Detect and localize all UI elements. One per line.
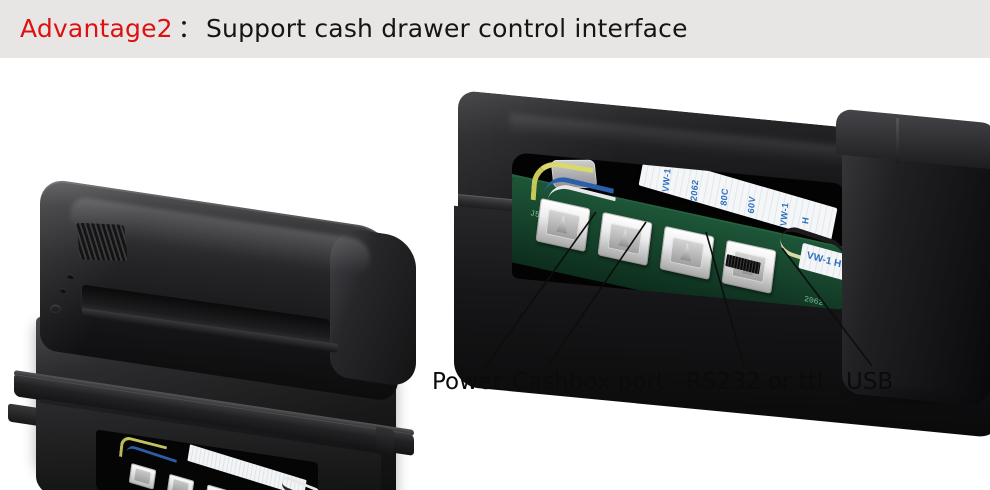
callout-label-cashbox-port: Cashbox port <box>512 369 665 395</box>
printer-full-view-photo <box>0 128 470 490</box>
header-banner: Advantage2：Support cash drawer control i… <box>0 0 990 58</box>
photo-stage: VW-1 2062 80C 60V VW-1 H VW-1 H J5 2062 <box>0 58 990 490</box>
callout-label-power: Power <box>432 369 502 395</box>
ribbon-mark-60v: 60V <box>745 195 758 215</box>
headline-text: Support cash drawer control interface <box>205 14 688 43</box>
printer-column-seam <box>896 117 899 165</box>
header-title: Advantage2：Support cash drawer control i… <box>20 9 688 49</box>
ribbon-mark-80c: 80C <box>718 187 731 207</box>
silkscreen-j5: J5 <box>529 209 541 221</box>
callout-label-usb: USB <box>846 369 894 395</box>
feed-button-icon <box>50 304 61 313</box>
side-latch-tab <box>376 426 394 456</box>
ribbon-secondary-mark: VW-1 H <box>805 250 843 271</box>
advantage-label: Advantage2 <box>20 14 173 43</box>
callout-label-rs232-or-ttl: RS232 or ttl <box>686 369 824 395</box>
vent-grille-icon <box>76 222 128 262</box>
ribbon-mark-vw1: VW-1 <box>660 167 673 193</box>
status-led-2 <box>60 287 66 294</box>
ribbon-mark-2062: 2062 <box>688 178 701 202</box>
ribbon-mark-vw1b: VW-1 <box>778 201 791 228</box>
title-separator: ： <box>177 14 203 43</box>
callout-label-row: Power Cashbox port RS232 or ttl USB <box>0 366 990 400</box>
ribbon-mark-h: H <box>800 216 811 225</box>
